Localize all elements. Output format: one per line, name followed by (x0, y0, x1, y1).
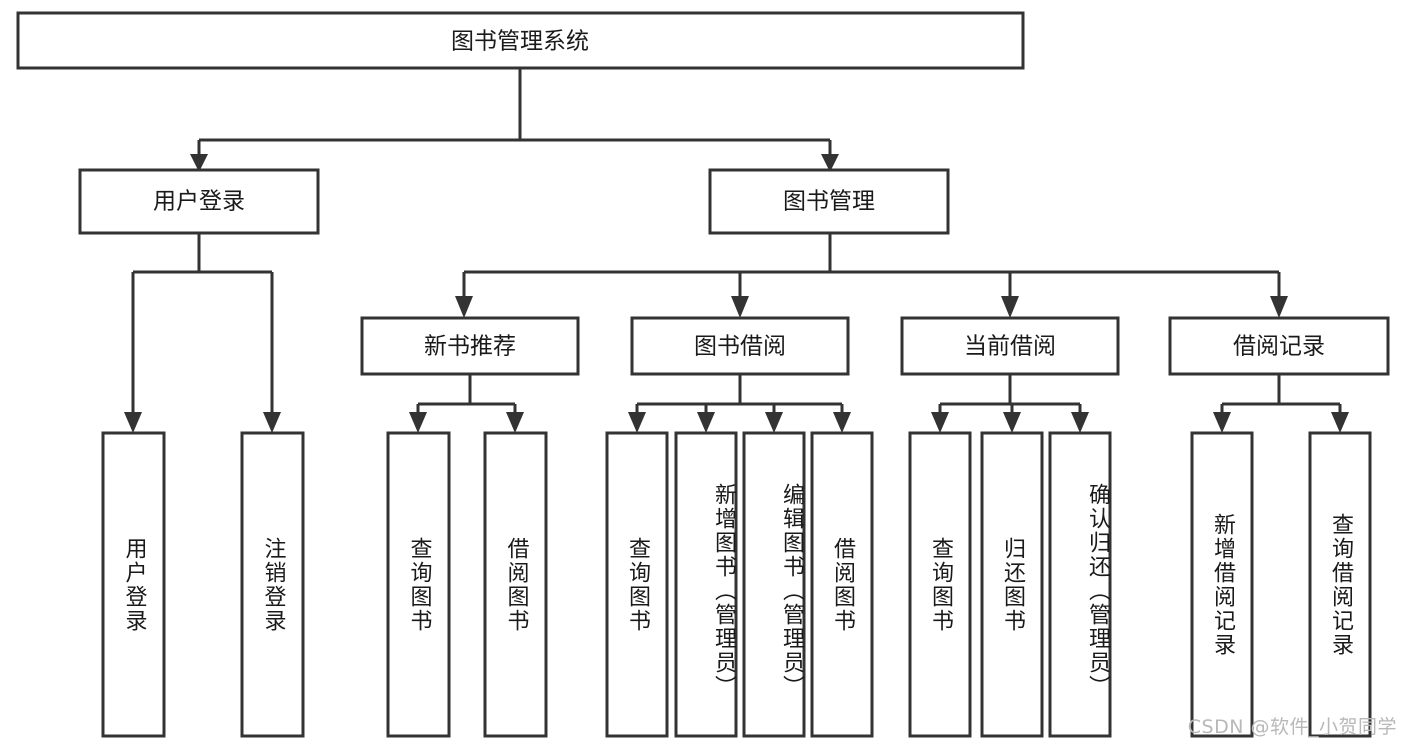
node-leaf-edit-book-box[interactable] (742, 431, 806, 738)
arrow-head-user-login (190, 154, 208, 172)
node-book-borrow[interactable]: 图书借阅 (630, 316, 850, 376)
arrow-head-leaf-query-record (1331, 412, 1349, 433)
node-current-borrow[interactable]: 当前借阅 (900, 316, 1120, 376)
arrow-head-current-borrow (1001, 296, 1019, 318)
arrow-head-leaf-borrow-book-1 (506, 412, 524, 433)
arrow-head-leaf-user-login (124, 412, 142, 433)
node-book-manage-label: 图书管理 (783, 189, 875, 215)
node-leaf-add-record-box[interactable] (1190, 431, 1254, 738)
node-book-borrow-box[interactable] (630, 316, 850, 376)
node-root-label: 图书管理系统 (451, 29, 589, 55)
node-leaf-add-book-box[interactable] (674, 431, 738, 738)
csdn-watermark: CSDN @软件_小贺同学 (1187, 716, 1397, 738)
arrow-head-borrow-record (1270, 296, 1288, 318)
node-leaf-user-logout-box[interactable] (240, 431, 305, 738)
leaf-box-layer (101, 431, 1372, 738)
node-leaf-user-login-box[interactable] (101, 431, 166, 738)
arrow-head-leaf-return-book (1003, 412, 1021, 433)
node-current-borrow-box[interactable] (900, 316, 1120, 376)
node-book-manage-box[interactable] (708, 168, 950, 235)
node-borrow-record-label: 借阅记录 (1233, 334, 1325, 360)
node-leaf-confirm-return-box[interactable] (1048, 431, 1112, 738)
node-user-login-label: 用户登录 (153, 189, 245, 215)
node-borrow-record-box[interactable] (1168, 316, 1390, 376)
node-book-borrow-label: 图书借阅 (694, 334, 786, 360)
arrow-head-leaf-edit-book (765, 412, 783, 433)
arrow-head-book-borrow (731, 296, 749, 318)
arrow-head-leaf-query-book-2 (628, 412, 646, 433)
node-user-login-box[interactable] (78, 168, 320, 235)
node-user-login[interactable]: 用户登录 (78, 168, 320, 235)
arrow-head-leaf-query-book-1 (409, 412, 427, 433)
arrow-head-new-book-recommend (455, 296, 473, 318)
node-leaf-return-book-box[interactable] (980, 431, 1044, 738)
arrow-head-leaf-confirm-return (1071, 412, 1089, 433)
node-root[interactable]: 图书管理系统 (16, 11, 1025, 70)
arrow-head-leaf-add-record (1213, 412, 1231, 433)
arrow-head-leaf-add-book (697, 412, 715, 433)
arrow-head-leaf-query-book-3 (931, 412, 949, 433)
connector-layer (124, 68, 1349, 433)
node-leaf-query-book-1-box[interactable] (386, 431, 451, 738)
node-leaf-query-record-box[interactable] (1308, 431, 1372, 738)
node-leaf-borrow-book-2-box[interactable] (810, 431, 874, 738)
node-leaf-query-book-3-box[interactable] (908, 431, 972, 738)
node-book-manage[interactable]: 图书管理 (708, 168, 950, 235)
node-current-borrow-label: 当前借阅 (964, 334, 1056, 360)
node-new-book-recommend[interactable]: 新书推荐 (360, 316, 580, 376)
node-root-box[interactable] (16, 11, 1025, 70)
node-leaf-borrow-book-1-box[interactable] (483, 431, 548, 738)
arrow-head-leaf-user-logout (263, 412, 281, 433)
arrow-head-book-manage (821, 154, 839, 172)
node-leaf-query-book-2-box[interactable] (605, 431, 669, 738)
node-new-book-recommend-label: 新书推荐 (424, 334, 516, 360)
arrow-head-leaf-borrow-book-2 (833, 412, 851, 433)
node-borrow-record[interactable]: 借阅记录 (1168, 316, 1390, 376)
node-new-book-recommend-box[interactable] (360, 316, 580, 376)
